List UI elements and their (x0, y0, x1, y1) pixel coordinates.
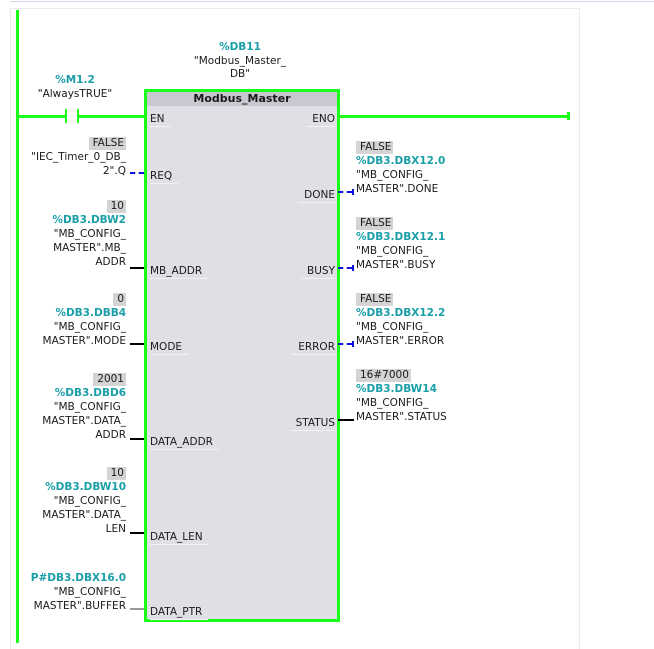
done-value: FALSE (356, 141, 394, 154)
error-wire (338, 343, 352, 345)
instance-db-address: %DB11 (219, 41, 261, 53)
rung-wire-left (19, 115, 65, 118)
req-tag-line2[interactable]: 2".Q (102, 165, 126, 177)
mode-value-box: 0 (113, 293, 126, 306)
mode-address: %DB3.DBB4 (55, 307, 126, 319)
modbus-master-block[interactable]: Modbus_Master EN REQ MB_ADDR MODE DATA_A… (144, 89, 340, 622)
left-power-rail (16, 10, 19, 643)
done-address: %DB3.DBX12.0 (356, 155, 446, 167)
mb-addr-tag-line2[interactable]: MASTER".MB_ (53, 242, 126, 254)
error-value-box: FALSE (356, 293, 394, 306)
data-len-value: 10 (106, 467, 126, 480)
pin-req[interactable]: REQ (150, 170, 179, 184)
data-len-tag-line3[interactable]: LEN (105, 523, 126, 535)
rung-end-marker (567, 112, 570, 120)
contact-right-bar (77, 109, 79, 123)
error-tag-line1[interactable]: "MB_CONFIG_ (356, 321, 429, 333)
rung-wire-to-en[interactable] (79, 115, 145, 118)
error-address: %DB3.DBX12.2 (356, 307, 446, 319)
mb-addr-wire (130, 267, 144, 269)
busy-value-box: FALSE (356, 217, 394, 230)
pin-done[interactable]: DONE (298, 189, 335, 203)
mode-value: 0 (113, 293, 126, 306)
editor-top-border (10, 1, 654, 2)
contact-tag-name[interactable]: "AlwaysTRUE" (37, 88, 113, 100)
data-len-tag-line2[interactable]: MASTER".DATA_ (42, 509, 126, 521)
data-addr-address: %DB3.DBD6 (54, 387, 126, 399)
req-value-box: FALSE (88, 137, 126, 150)
data-addr-wire (130, 438, 144, 440)
data-addr-tag-line1[interactable]: "MB_CONFIG_ (53, 401, 126, 413)
contact-address: %M1.2 (55, 74, 95, 86)
status-value: 16#7000 (356, 369, 411, 382)
data-addr-value-box: 2001 (93, 373, 126, 386)
network-frame (10, 8, 580, 649)
mb-addr-address: %DB3.DBW2 (52, 214, 126, 226)
data-len-address: %DB3.DBW10 (45, 481, 126, 493)
data-addr-value: 2001 (93, 373, 126, 386)
data-ptr-tag-line2[interactable]: MASTER".BUFFER (33, 600, 126, 612)
error-tag-line2[interactable]: MASTER".ERROR (356, 335, 445, 347)
status-tag-line2[interactable]: MASTER".STATUS (356, 411, 447, 423)
req-wire (130, 172, 144, 174)
error-wire-end (352, 341, 354, 347)
data-len-value-box: 10 (106, 467, 126, 480)
data-len-wire (130, 532, 144, 534)
pin-en[interactable]: EN (150, 113, 171, 127)
status-address: %DB3.DBW14 (356, 383, 437, 395)
mb-addr-value-box: 10 (106, 200, 126, 213)
busy-tag-line1[interactable]: "MB_CONFIG_ (356, 245, 429, 257)
data-ptr-wire (130, 608, 144, 610)
pin-mb-addr[interactable]: MB_ADDR (150, 265, 209, 279)
mb-addr-value: 10 (106, 200, 126, 213)
busy-wire-end (352, 265, 354, 271)
pin-data-addr[interactable]: DATA_ADDR (150, 436, 219, 450)
pin-status[interactable]: STATUS (289, 417, 335, 431)
instance-db-name-line2[interactable]: DB" (229, 68, 251, 80)
mb-addr-tag-line1[interactable]: "MB_CONFIG_ (53, 228, 126, 240)
status-wire (338, 419, 354, 421)
busy-address: %DB3.DBX12.1 (356, 231, 446, 243)
pin-error[interactable]: ERROR (292, 341, 335, 355)
done-tag-line2[interactable]: MASTER".DONE (356, 183, 439, 195)
pin-data-ptr[interactable]: DATA_PTR (150, 606, 209, 620)
mb-addr-tag-line3[interactable]: ADDR (95, 256, 126, 268)
req-value: FALSE (88, 137, 126, 150)
block-title: Modbus_Master (147, 92, 337, 106)
data-ptr-address: P#DB3.DBX16.0 (30, 572, 126, 584)
mode-tag-line2[interactable]: MASTER".MODE (42, 335, 126, 347)
pin-busy[interactable]: BUSY (301, 265, 335, 279)
data-addr-tag-line2[interactable]: MASTER".DATA_ (42, 415, 126, 427)
error-value: FALSE (356, 293, 394, 306)
status-tag-line1[interactable]: "MB_CONFIG_ (356, 397, 429, 409)
busy-value: FALSE (356, 217, 394, 230)
status-value-box: 16#7000 (356, 369, 411, 382)
busy-tag-line2[interactable]: MASTER".BUSY (356, 259, 436, 271)
pin-data-len[interactable]: DATA_LEN (150, 531, 209, 545)
pin-mode[interactable]: MODE (150, 341, 189, 355)
mode-wire (130, 343, 144, 345)
busy-wire (338, 267, 352, 269)
done-wire (338, 191, 352, 193)
contact-left-bar (65, 109, 67, 123)
data-ptr-tag-line1[interactable]: "MB_CONFIG_ (53, 586, 126, 598)
req-tag-line1[interactable]: "IEC_Timer_0_DB_ (31, 151, 126, 163)
done-wire-end (352, 189, 354, 195)
pin-eno[interactable]: ENO (306, 113, 335, 127)
eno-wire (337, 115, 569, 118)
done-tag-line1[interactable]: "MB_CONFIG_ (356, 169, 429, 181)
instance-db-name-line1[interactable]: "Modbus_Master_ (193, 55, 287, 67)
data-addr-tag-line3[interactable]: ADDR (95, 429, 126, 441)
data-len-tag-line1[interactable]: "MB_CONFIG_ (53, 495, 126, 507)
mode-tag-line1[interactable]: "MB_CONFIG_ (53, 321, 126, 333)
done-value-box: FALSE (356, 141, 394, 154)
